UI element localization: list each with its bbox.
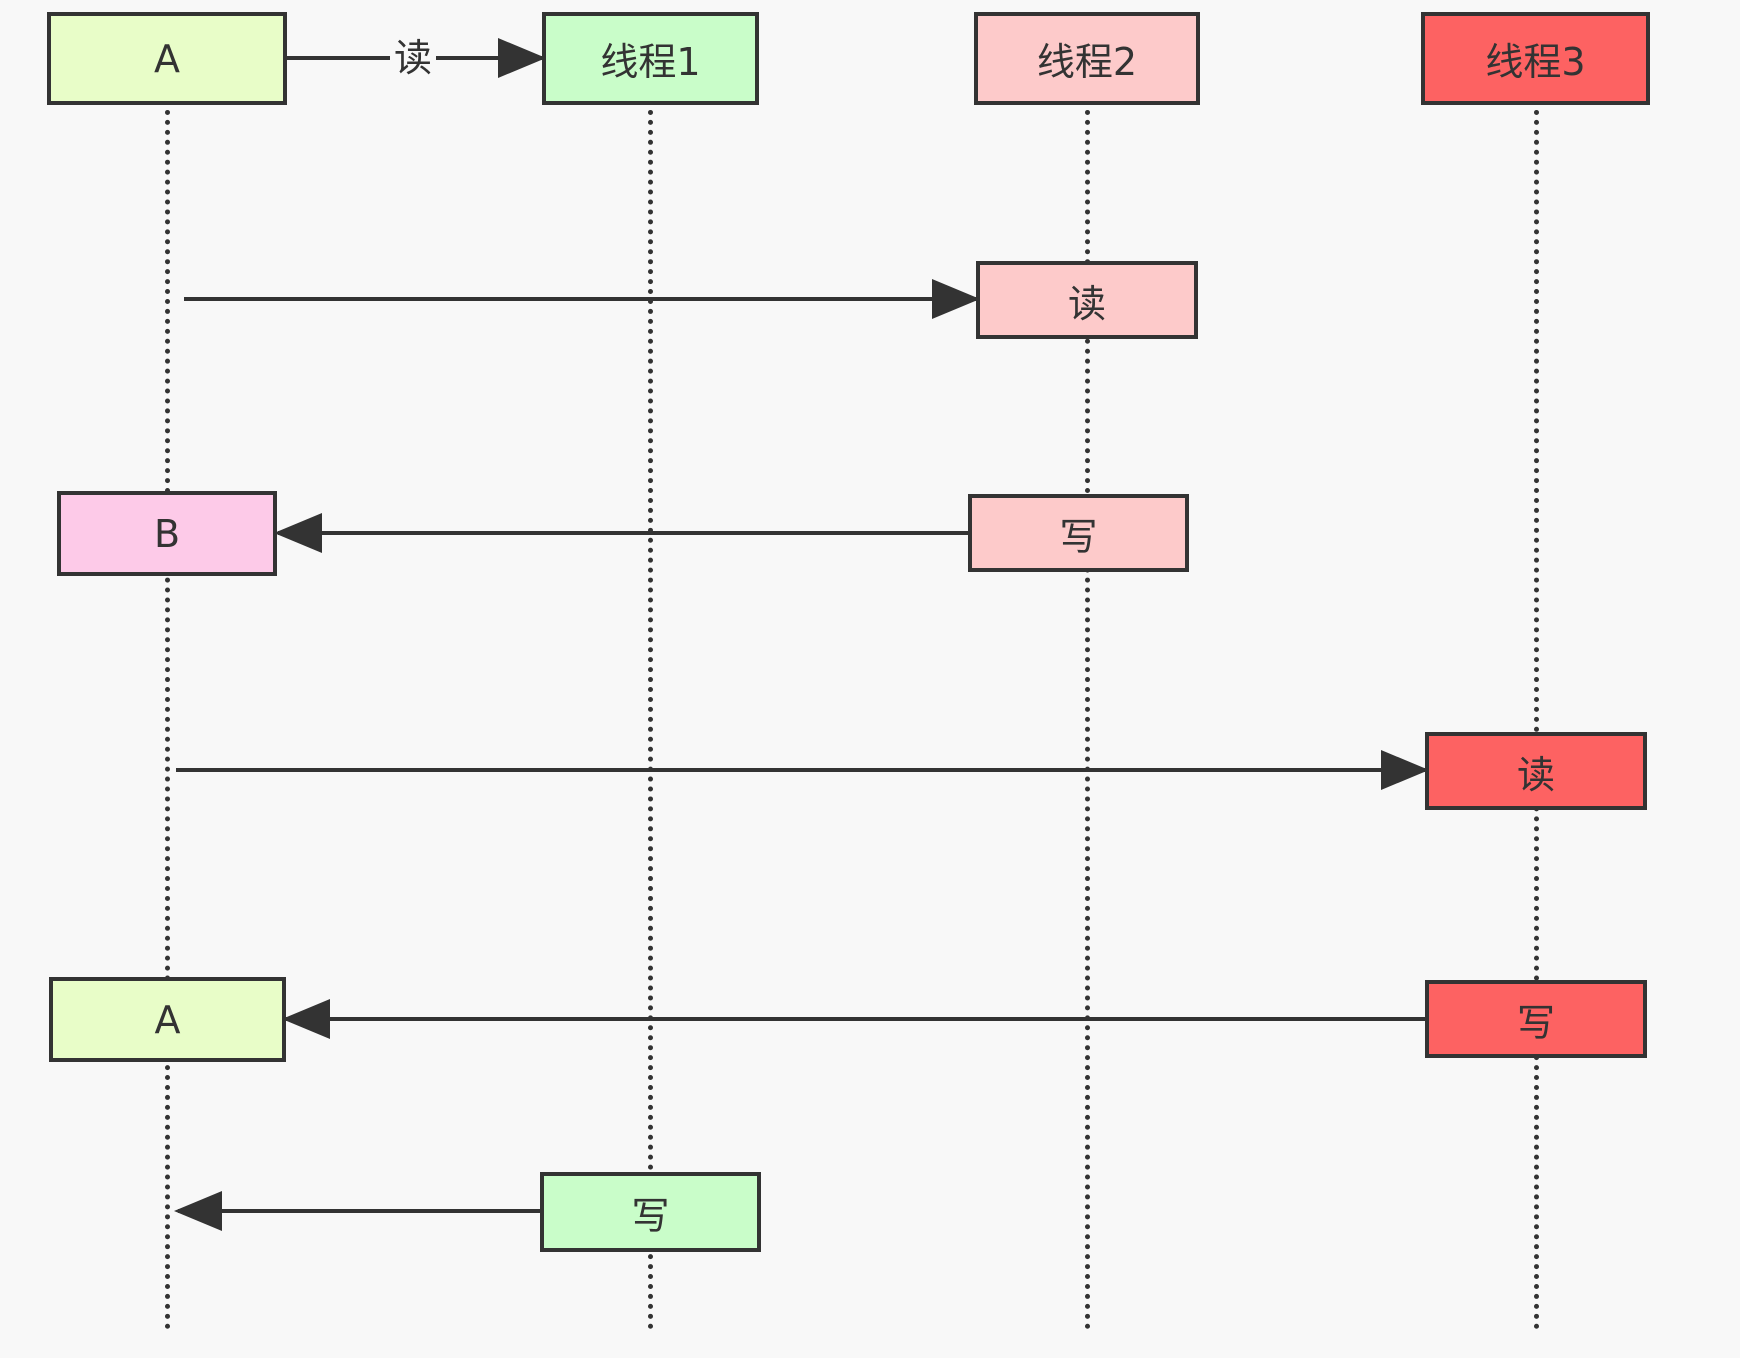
- a-second-box: A: [49, 977, 286, 1062]
- thread3-write-box: 写: [1425, 980, 1647, 1058]
- lifeline-thread3: [1534, 100, 1539, 1330]
- arrow-label-read: 读: [390, 36, 437, 80]
- thread2-write-box: 写: [968, 494, 1189, 572]
- b-box: B: [57, 491, 277, 576]
- thread1-write-box: 写: [540, 1172, 761, 1252]
- thread3-read-box: 读: [1425, 732, 1647, 810]
- header-a: A: [47, 12, 287, 105]
- lifeline-thread2: [1085, 100, 1090, 1330]
- lifeline-thread1: [648, 100, 653, 1330]
- lifeline-a: [165, 100, 170, 1330]
- header-thread2: 线程2: [974, 12, 1200, 105]
- header-thread1: 线程1: [542, 12, 759, 105]
- thread2-read-box: 读: [976, 261, 1198, 339]
- header-thread3: 线程3: [1421, 12, 1650, 105]
